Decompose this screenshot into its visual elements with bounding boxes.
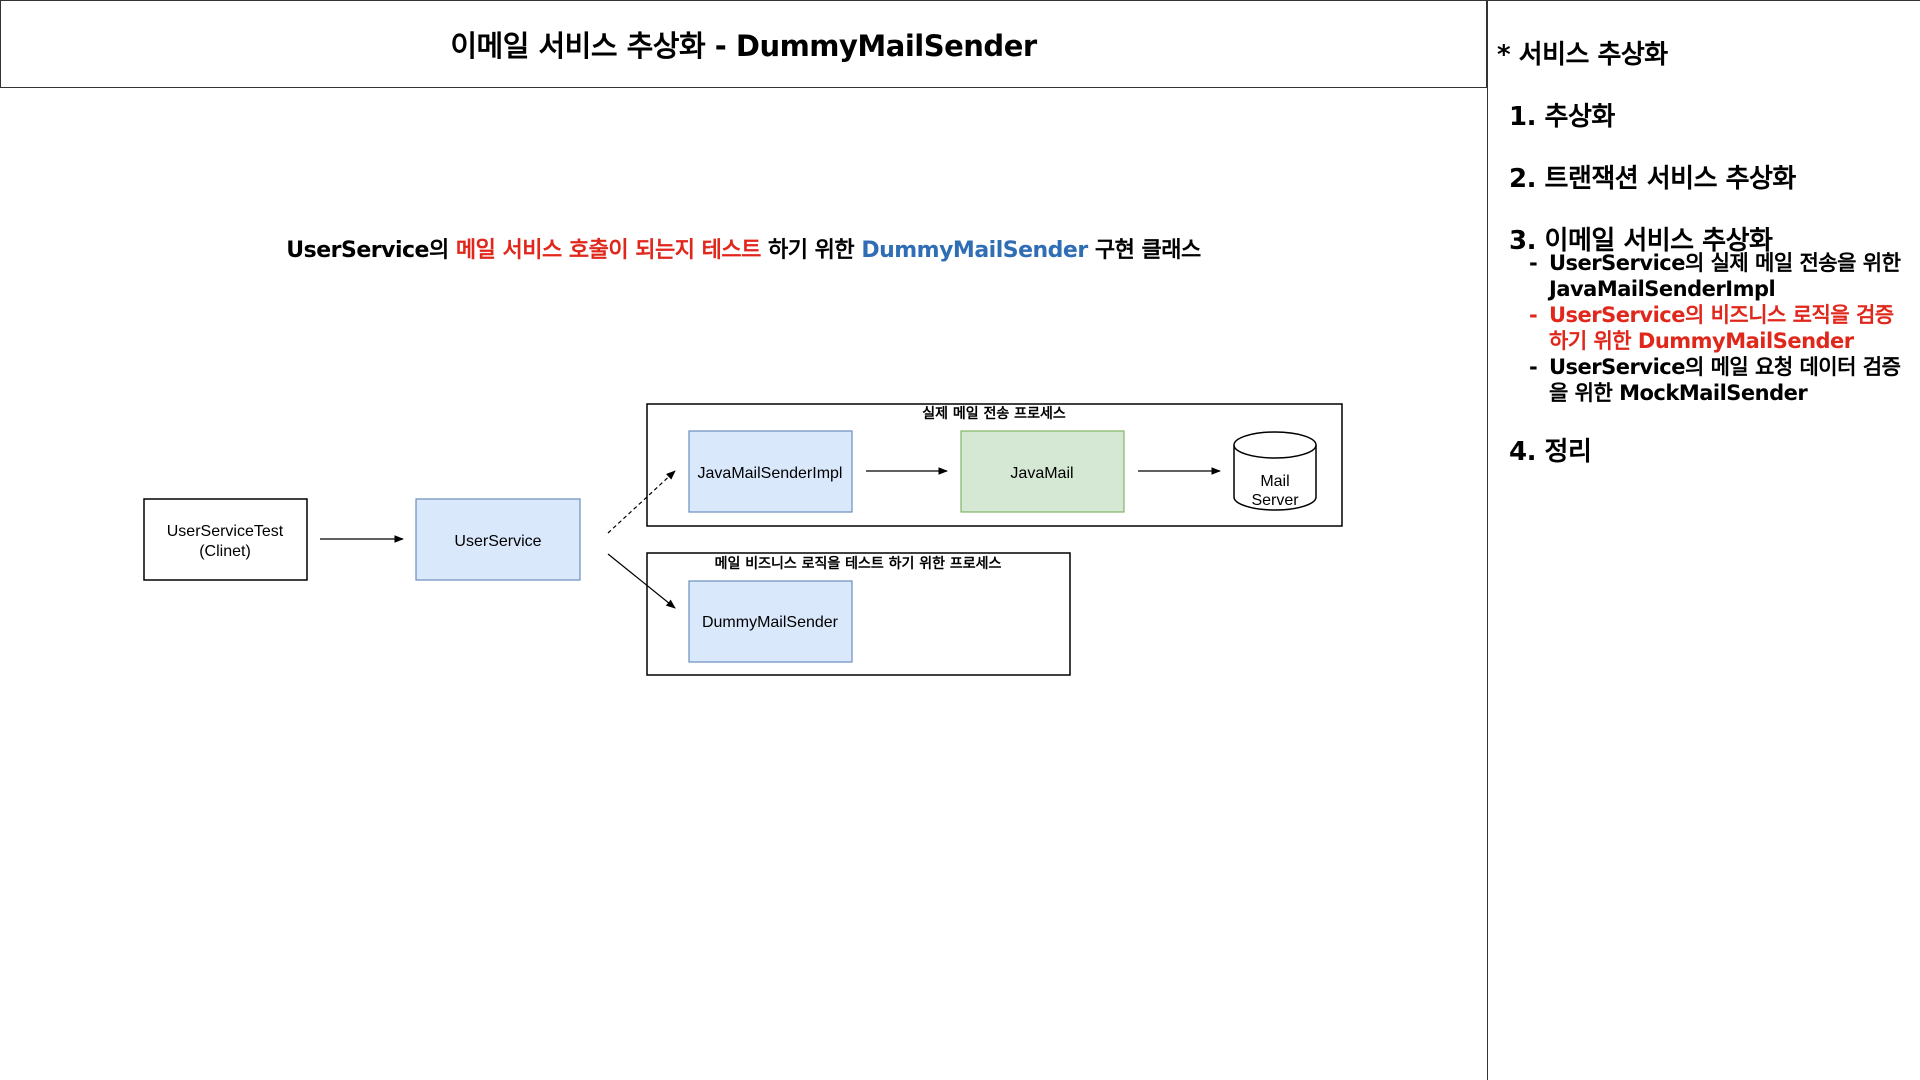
side-heading: * 서비스 추상화 xyxy=(1497,40,1668,70)
sub-1-line2: JavaMailSenderImpl xyxy=(1549,277,1776,301)
impl-node-label: JavaMailSenderImpl xyxy=(698,465,843,482)
title-box: 이메일 서비스 추상화 - DummyMailSender xyxy=(0,0,1487,88)
side-item-2: 2. 트랜잭션 서비스 추상화 xyxy=(1509,164,1796,194)
sub-1-line1: UserService의 실제 메일 전송을 위한 xyxy=(1549,251,1901,275)
side-item-3-sub-3: - UserService의 메일 요청 데이터 검증 을 위한 MockMai… xyxy=(1529,355,1901,405)
edge-service-impl xyxy=(607,470,676,534)
sub-3-line1: UserService의 메일 요청 데이터 검증 xyxy=(1549,355,1901,379)
side-item-3-sub-1: - UserService의 실제 메일 전송을 위한 JavaMailSend… xyxy=(1529,251,1901,301)
group-test-label: 메일 비즈니스 로직을 테스트 하기 위한 프로세스 xyxy=(715,555,1002,572)
mailserver-line2: Server xyxy=(1251,492,1299,509)
dummy-node-label: DummyMailSender xyxy=(702,614,839,631)
mailserver-line1: Mail xyxy=(1260,473,1289,490)
client-node xyxy=(143,498,308,581)
side-item-3: 3. 이메일 서비스 추상화 xyxy=(1509,226,1773,256)
subtitle-part2: 메일 서비스 호출이 되는지 테스트 xyxy=(455,238,762,263)
subtitle-part1: UserService의 xyxy=(286,238,456,263)
client-node-line1: UserServiceTest xyxy=(167,523,284,540)
side-item-3-sub-2: - UserService의 비즈니스 로직을 검증 하기 위한 DummyMa… xyxy=(1529,303,1894,353)
service-node-label: UserService xyxy=(454,533,541,550)
sub-2-line2: 하기 위한 DummyMailSender xyxy=(1549,329,1854,353)
side-item-4: 4. 정리 xyxy=(1509,437,1592,467)
side-panel: * 서비스 추상화 1. 추상화 2. 트랜잭션 서비스 추상화 3. 이메일 … xyxy=(1487,0,1920,1080)
javamail-node-label: JavaMail xyxy=(1010,465,1073,482)
subtitle-part4: DummyMailSender xyxy=(861,238,1088,263)
dummy-node xyxy=(688,580,853,663)
service-node xyxy=(415,498,581,581)
client-node-line2: (Clinet) xyxy=(199,543,251,560)
mailserver-node xyxy=(1233,431,1317,511)
edge-service-dummy xyxy=(607,553,676,609)
group-test-box xyxy=(646,552,1071,676)
architecture-diagram: 실제 메일 전송 프로세스 메일 비즈니스 로직을 테스트 하기 위한 프로세스… xyxy=(143,403,1343,676)
subtitle-part5: 구현 클래스 xyxy=(1087,238,1201,263)
javamail-node xyxy=(960,430,1125,513)
page-title: 이메일 서비스 추상화 - DummyMailSender xyxy=(450,29,1037,63)
sub-2-line1: UserService의 비즈니스 로직을 검증 xyxy=(1549,303,1894,327)
sub-3-line2: 을 위한 MockMailSender xyxy=(1549,381,1808,405)
side-item-1: 1. 추상화 xyxy=(1509,102,1615,132)
group-real-box xyxy=(646,403,1343,527)
subtitle: UserService의 메일 서비스 호출이 되는지 테스트 하기 위한 Du… xyxy=(0,232,1487,264)
subtitle-part3: 하기 위한 xyxy=(760,238,862,263)
impl-node xyxy=(688,430,853,513)
group-real-label: 실제 메일 전송 프로세스 xyxy=(922,405,1066,422)
